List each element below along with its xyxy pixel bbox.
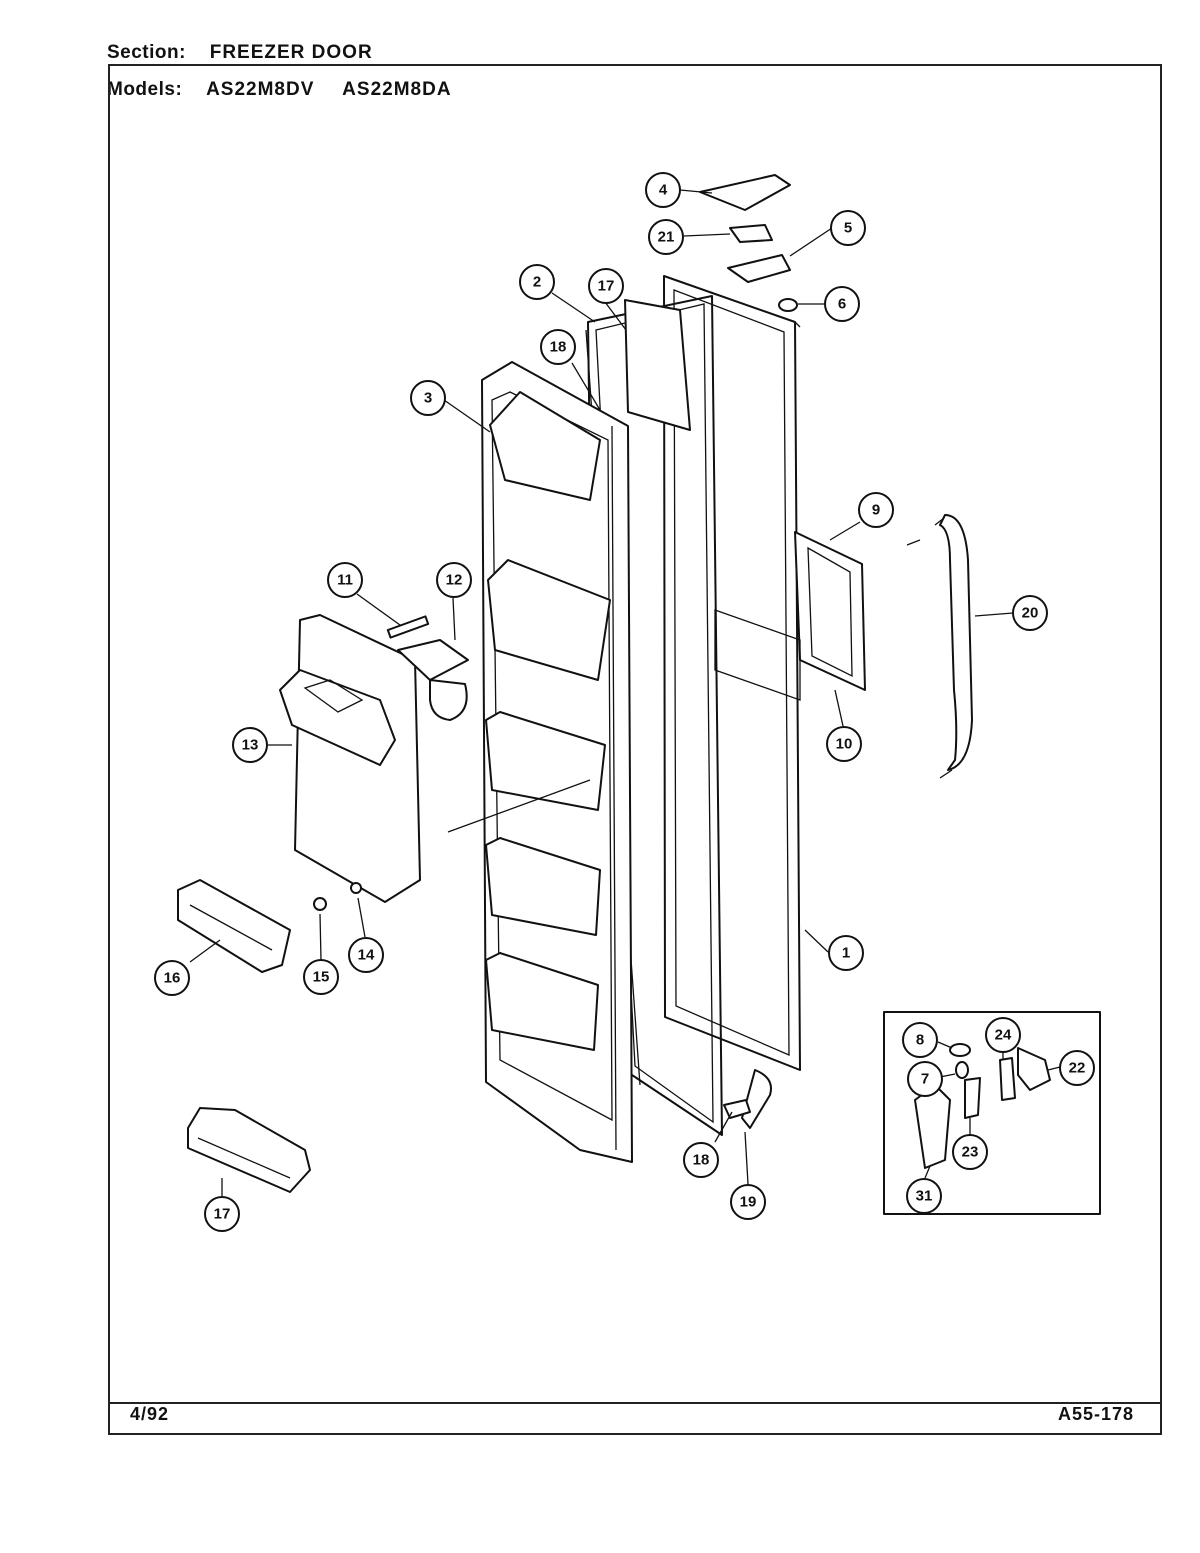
leader-lines xyxy=(189,189,1061,1196)
bottom-hinge xyxy=(1017,1047,1051,1091)
callout-20: 20 xyxy=(1012,595,1048,631)
door-shelf-bin-small xyxy=(177,879,291,973)
svg-text:3: 3 xyxy=(424,390,432,407)
section-label: Section: xyxy=(107,42,186,63)
hinge-pin xyxy=(964,1077,981,1119)
svg-text:9: 9 xyxy=(872,502,880,519)
shim-plate xyxy=(999,1057,1016,1101)
callout-17: 17 xyxy=(588,268,624,304)
top-hinge xyxy=(727,254,791,283)
svg-text:2: 2 xyxy=(533,274,541,291)
svg-text:31: 31 xyxy=(916,1188,933,1205)
callout-15: 15 xyxy=(303,959,339,995)
svg-text:23: 23 xyxy=(962,1144,979,1161)
callout-7: 7 xyxy=(907,1061,943,1097)
callout-4: 4 xyxy=(645,172,681,208)
hinge-detail-inset xyxy=(883,1011,1101,1215)
callout-12: 12 xyxy=(436,562,472,598)
svg-text:1: 1 xyxy=(842,945,850,962)
models-label: Models: xyxy=(107,79,183,100)
svg-text:13: 13 xyxy=(242,737,259,754)
callout-6: 6 xyxy=(824,286,860,322)
callout-21: 21 xyxy=(648,219,684,255)
svg-text:4: 4 xyxy=(659,182,668,199)
svg-text:8: 8 xyxy=(916,1032,924,1049)
dispenser-housing xyxy=(279,614,421,903)
callout-18: 18 xyxy=(540,329,576,365)
callout-8: 8 xyxy=(902,1022,938,1058)
svg-text:19: 19 xyxy=(740,1194,757,1211)
dispenser-window xyxy=(714,531,866,701)
svg-text:10: 10 xyxy=(836,736,853,753)
section-value: FREEZER DOOR xyxy=(209,42,373,63)
callout-13: 13 xyxy=(232,727,268,763)
model-number: AS22M8DV xyxy=(206,79,315,100)
svg-text:21: 21 xyxy=(658,229,675,246)
svg-text:7: 7 xyxy=(921,1071,929,1088)
callout-31: 31 xyxy=(906,1178,942,1214)
callout-5: 5 xyxy=(830,210,866,246)
callout-16: 16 xyxy=(154,960,190,996)
svg-text:5: 5 xyxy=(844,220,852,237)
callout-10: 10 xyxy=(826,726,862,762)
svg-text:15: 15 xyxy=(313,969,330,986)
door-outer-panel xyxy=(663,275,801,1071)
svg-text:24: 24 xyxy=(995,1027,1012,1044)
callout-22: 22 xyxy=(1059,1050,1095,1086)
hinge-washer xyxy=(778,298,798,312)
screw xyxy=(313,897,327,911)
model-number: AS22M8DA xyxy=(342,79,452,100)
svg-text:17: 17 xyxy=(214,1206,231,1223)
door-handle xyxy=(934,514,973,779)
door-liner xyxy=(481,361,633,1163)
hinge-cover xyxy=(699,174,791,211)
callout-23: 23 xyxy=(952,1134,988,1170)
callout-9: 9 xyxy=(858,492,894,528)
callout-3: 3 xyxy=(410,380,446,416)
footer-divider xyxy=(108,1402,1162,1404)
callout-11: 11 xyxy=(327,562,363,598)
callout-24: 24 xyxy=(985,1017,1021,1053)
callout-14: 14 xyxy=(348,937,384,973)
washer xyxy=(949,1043,971,1057)
callout-1: 1 xyxy=(828,935,864,971)
callout-18: 18 xyxy=(683,1142,719,1178)
models-header: Models: AS22M8DV AS22M8DA xyxy=(107,79,452,101)
svg-text:6: 6 xyxy=(838,296,846,313)
bottom-hinge-bracket xyxy=(914,1084,951,1169)
svg-text:16: 16 xyxy=(164,970,181,987)
revision-date: 4/92 xyxy=(130,1404,170,1424)
svg-text:22: 22 xyxy=(1069,1060,1086,1077)
ice-chute-parts xyxy=(386,615,469,721)
door-shelf-bin-large xyxy=(187,1107,311,1193)
svg-text:14: 14 xyxy=(358,947,375,964)
svg-text:11: 11 xyxy=(337,572,353,589)
door-stop xyxy=(741,1069,772,1129)
callout-19: 19 xyxy=(730,1184,766,1220)
svg-text:18: 18 xyxy=(693,1152,710,1169)
bushing xyxy=(955,1061,969,1079)
hinge-shim xyxy=(729,224,773,243)
svg-text:17: 17 xyxy=(598,278,615,295)
callout-2: 2 xyxy=(519,264,555,300)
section-header: Section: FREEZER DOOR xyxy=(107,42,373,64)
svg-text:20: 20 xyxy=(1022,605,1039,622)
callout-17: 17 xyxy=(204,1196,240,1232)
svg-text:12: 12 xyxy=(446,572,463,589)
screw xyxy=(350,882,362,894)
diagram-code: A55-178 xyxy=(1058,1404,1135,1424)
diagram-frame xyxy=(108,64,1162,1435)
top-bracket xyxy=(624,299,691,431)
svg-text:18: 18 xyxy=(550,339,567,356)
